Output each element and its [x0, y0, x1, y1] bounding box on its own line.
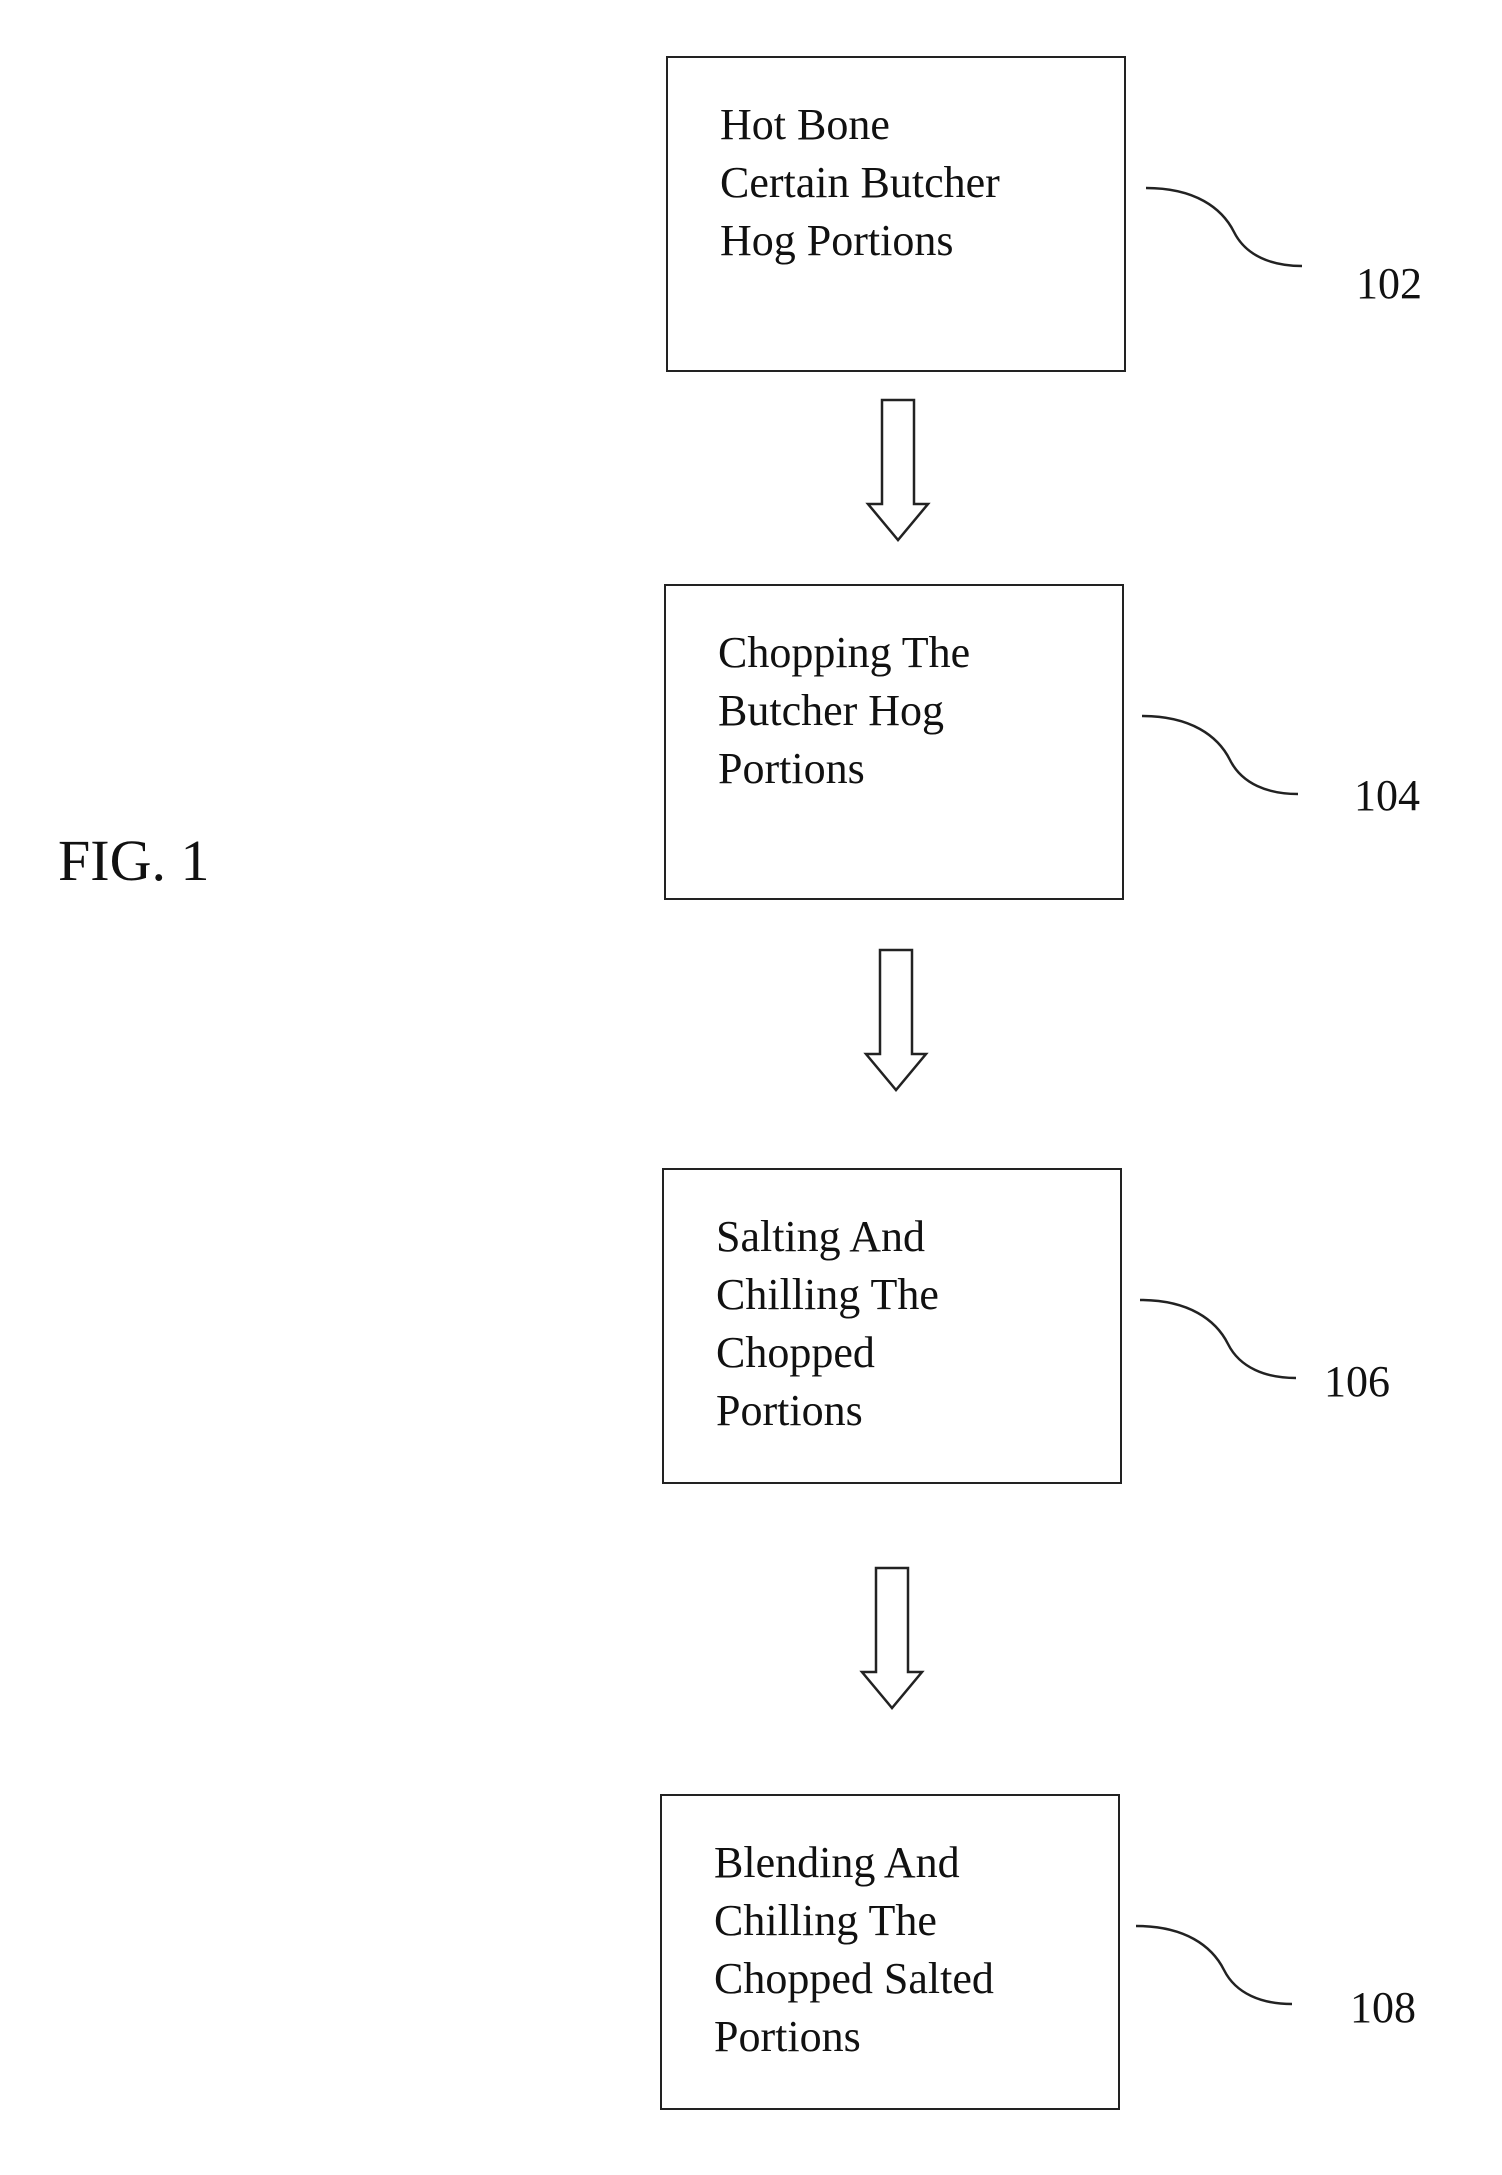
step-box-chopping: Chopping The Butcher Hog Portions [664, 584, 1124, 900]
step-box-hot-bone: Hot Bone Certain Butcher Hog Portions [666, 56, 1126, 372]
leader-line-106 [1140, 1300, 1296, 1378]
down-arrow-3 [862, 1568, 922, 1708]
step-text: Blending And Chilling The Chopped Salted… [714, 1834, 1108, 2066]
leader-line-108 [1136, 1926, 1292, 2004]
leader-line-102 [1146, 188, 1302, 266]
step-text: Hot Bone Certain Butcher Hog Portions [720, 96, 1114, 270]
reference-number-106: 106 [1324, 1360, 1390, 1404]
step-box-blending-chilling: Blending And Chilling The Chopped Salted… [660, 1794, 1120, 2110]
step-text: Chopping The Butcher Hog Portions [718, 624, 1112, 798]
down-arrow-1 [868, 400, 928, 540]
reference-number-108: 108 [1350, 1986, 1416, 2030]
down-arrow-2 [866, 950, 926, 1090]
reference-number-104: 104 [1354, 774, 1420, 818]
reference-number-102: 102 [1356, 262, 1422, 306]
step-text: Salting And Chilling The Chopped Portion… [716, 1208, 1110, 1440]
step-box-salting-chilling: Salting And Chilling The Chopped Portion… [662, 1168, 1122, 1484]
leader-line-104 [1142, 716, 1298, 794]
